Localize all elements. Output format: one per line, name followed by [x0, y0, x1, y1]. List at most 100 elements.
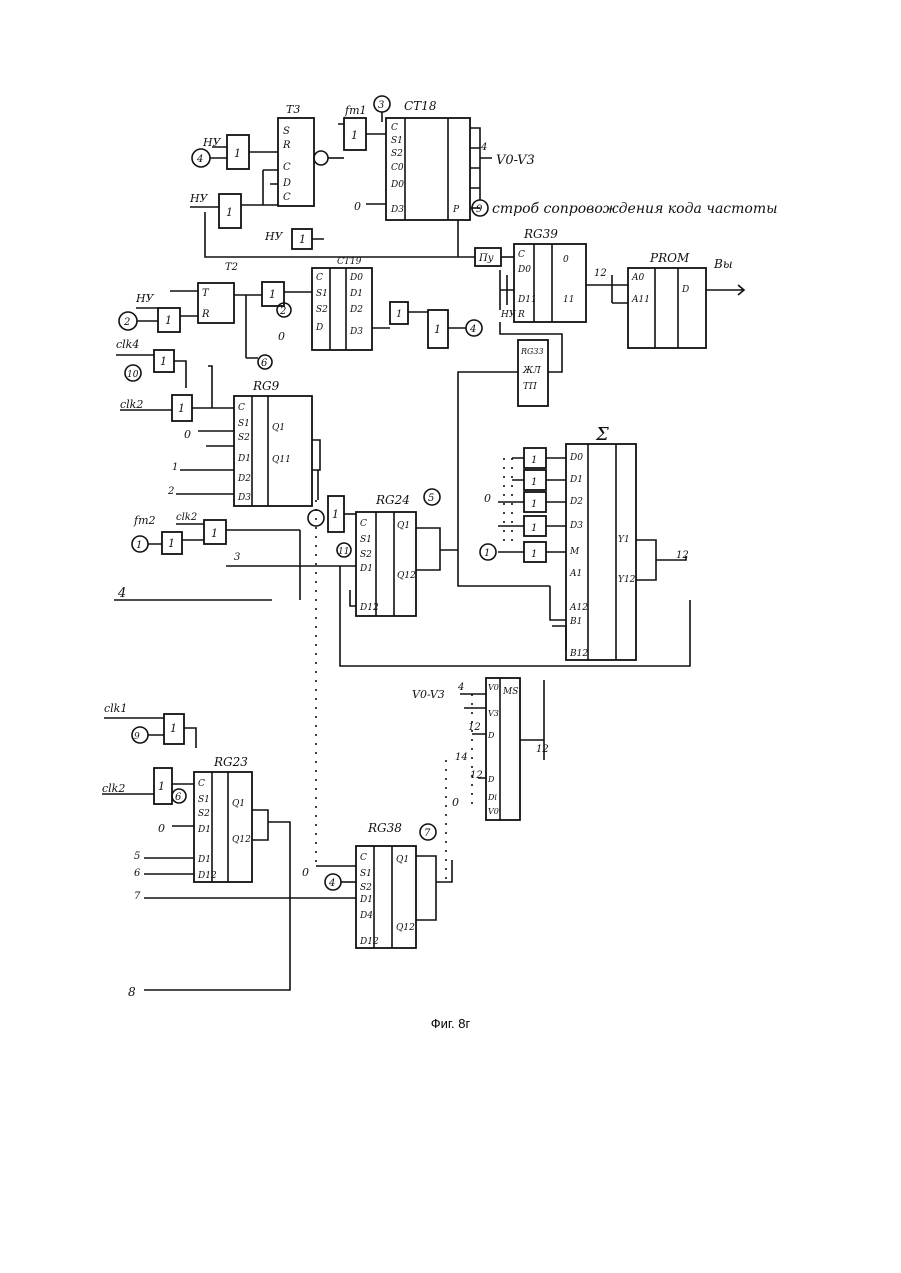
svg-text:1: 1: [332, 508, 339, 521]
svg-text:S1: S1: [391, 136, 403, 146]
svg-text:C: C: [360, 853, 367, 863]
svg-text:D11: D11: [517, 295, 537, 305]
label-ct18: CT18: [404, 99, 437, 113]
svg-text:1: 1: [165, 314, 172, 327]
label-prom: PROM: [649, 251, 690, 265]
svg-text:D: D: [315, 323, 323, 333]
label-nu-rg39: НУ: [500, 310, 517, 320]
svg-text:C: C: [238, 403, 245, 413]
zero-top: 0: [354, 200, 361, 213]
label-clk4: clk4: [116, 338, 139, 351]
label-sum: Σ: [595, 424, 609, 445]
node-6-bot-label: 6: [175, 792, 182, 803]
svg-text:B12: B12: [569, 649, 588, 659]
label-clk1: clk1: [104, 702, 127, 715]
register-rg9: [234, 396, 312, 506]
svg-text:Y1: Y1: [618, 535, 630, 545]
svg-text:0: 0: [158, 822, 165, 835]
svg-text:S2: S2: [360, 550, 372, 560]
svg-text:1: 1: [531, 499, 537, 510]
svg-text:Q1: Q1: [396, 855, 409, 865]
svg-text:D0: D0: [390, 180, 404, 190]
rg9-block: clk4 10 1 clk2 1 RG9 C S1 S2 D1 D2 D3 Q1…: [116, 338, 320, 506]
label-xl: ЖЛ: [522, 366, 541, 376]
svg-text:A1: A1: [569, 569, 582, 579]
svg-text:C: C: [316, 273, 323, 283]
svg-text:0: 0: [302, 866, 309, 879]
label-bus-12b: 12: [676, 550, 689, 561]
svg-text:1: 1: [168, 537, 175, 550]
label-mux-12b: 12: [470, 770, 483, 781]
label-7: 7: [134, 891, 141, 902]
label-output: Вы: [713, 257, 733, 271]
svg-text:S2: S2: [316, 305, 328, 315]
node-4-top-label: 4: [196, 154, 203, 165]
svg-text:C: C: [283, 162, 291, 173]
label-v0v3: V0-V3: [496, 153, 535, 168]
svg-text:Di: Di: [487, 793, 497, 802]
label-ct19: CT19: [337, 257, 362, 267]
svg-text:0: 0: [452, 796, 459, 809]
svg-text:1: 1: [531, 549, 537, 560]
label-v0v3b: V0-V3: [412, 688, 445, 701]
figure-caption: Фиг. 8г: [0, 1016, 901, 1031]
svg-text:1: 1: [299, 233, 306, 246]
label-4: 4: [117, 586, 126, 601]
svg-text:D0: D0: [349, 273, 363, 283]
node-7-label: 7: [424, 828, 431, 839]
svg-text:1: 1: [158, 780, 165, 793]
svg-text:1: 1: [211, 527, 218, 540]
node-9-left-label: 9: [134, 732, 140, 742]
svg-text:R: R: [282, 140, 291, 151]
svg-text:C0: C0: [391, 163, 404, 173]
svg-text:V0: V0: [488, 807, 499, 816]
svg-text:D1: D1: [237, 454, 251, 464]
label-nu-mid: НУ: [135, 292, 155, 305]
svg-text:S1: S1: [238, 419, 250, 429]
svg-text:D3: D3: [390, 205, 404, 215]
label-nu-top3: НУ: [264, 230, 284, 243]
svg-text:S1: S1: [360, 869, 372, 879]
svg-text:M: M: [569, 547, 580, 557]
svg-text:R: R: [201, 309, 210, 320]
svg-text:Q11: Q11: [272, 455, 291, 465]
svg-text:D: D: [487, 731, 495, 740]
svg-text:Q12: Q12: [232, 835, 251, 845]
node-3-label: 3: [378, 100, 384, 111]
label-mux-4: 4: [457, 682, 464, 693]
svg-text:0: 0: [563, 255, 569, 265]
svg-text:1: 1: [531, 477, 537, 488]
svg-text:S: S: [283, 126, 290, 137]
svg-text:Q1: Q1: [397, 521, 410, 531]
svg-text:C: C: [518, 250, 525, 260]
svg-text:C: C: [283, 192, 291, 203]
top-row: НУ 4 1 T3 S R C D C НУ 1 fт1 1 CT18 3: [189, 96, 778, 257]
svg-text:B1: B1: [569, 617, 582, 627]
svg-text:1: 1: [269, 288, 276, 301]
svg-text:1: 1: [178, 402, 185, 415]
svg-text:D1: D1: [197, 855, 211, 865]
svg-text:D1: D1: [349, 289, 363, 299]
svg-text:C: C: [360, 519, 367, 529]
svg-text:P: P: [452, 205, 460, 215]
svg-text:S1: S1: [198, 795, 210, 805]
svg-text:D1: D1: [569, 475, 583, 485]
label-nu-top2: НУ: [189, 192, 209, 205]
svg-text:1: 1: [531, 455, 537, 466]
rg23-block: clk1 9 1 clk2 1 6 RG23 C S1 S2 D1 D1 D12…: [102, 702, 356, 999]
node-6-label: 6: [261, 358, 268, 369]
label-rg23: RG23: [213, 755, 248, 769]
mux-block: V0-V3 4 MS V0 V3 D D Di V0 12 14 12 0 12: [412, 678, 549, 880]
label-rg39: RG39: [523, 227, 558, 241]
label-clk2a: clk2: [120, 398, 143, 411]
label-5: 5: [134, 851, 140, 862]
svg-text:11: 11: [563, 295, 574, 305]
svg-text:R: R: [517, 310, 525, 320]
svg-text:0: 0: [484, 492, 491, 505]
svg-text:1: 1: [160, 355, 167, 368]
svg-text:D: D: [282, 178, 291, 189]
svg-text:V0: V0: [488, 683, 499, 692]
svg-text:1: 1: [170, 722, 177, 735]
svg-text:D2: D2: [349, 305, 363, 315]
svg-text:C: C: [391, 123, 398, 133]
